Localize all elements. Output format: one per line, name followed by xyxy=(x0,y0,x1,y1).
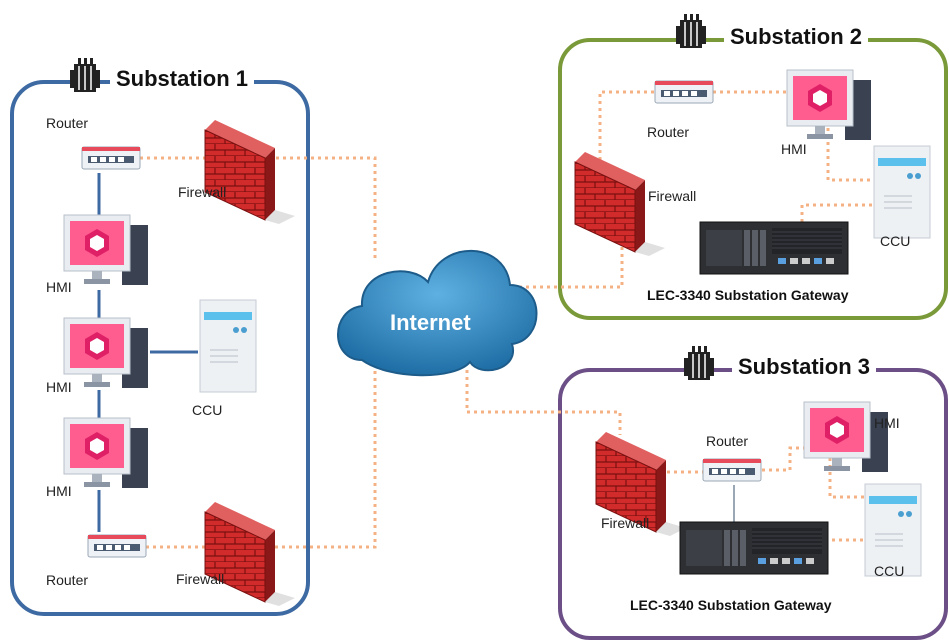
substation1-router-bottom-label: Router xyxy=(46,572,89,588)
substation3-ccu-label: CCU xyxy=(874,563,905,579)
substation1-router-bottom-icon xyxy=(87,534,147,558)
substation3-firewall-label: Firewall xyxy=(601,515,650,531)
substation2-hmi-label: HMI xyxy=(781,141,807,157)
substation2-router-icon xyxy=(654,80,714,104)
substation1-hmi-2-label: HMI xyxy=(46,379,72,395)
substation3-hmi-icon xyxy=(803,401,889,473)
substation2-title: Substation 2 xyxy=(724,24,869,50)
substation1-ccu-label: CCU xyxy=(192,402,223,418)
internet-cloud xyxy=(337,249,538,377)
substation1-firewall-top-icon xyxy=(204,119,296,225)
substation1-hmi-2-icon xyxy=(63,317,149,389)
substation3-hmi-label: HMI xyxy=(874,415,900,431)
substation1-title: Substation 1 xyxy=(110,66,255,92)
substation3-router-icon xyxy=(702,458,762,482)
substation1-hmi-3-label: HMI xyxy=(46,483,72,499)
substation2-ccu-icon xyxy=(873,145,931,239)
substation3-gateway-label: LEC-3340 Substation Gateway xyxy=(630,597,832,613)
substation2-firewall-icon xyxy=(574,151,666,257)
substation3-transformer-icon xyxy=(683,345,715,381)
substation2-ccu-label: CCU xyxy=(880,233,911,249)
substation2-gateway-icon xyxy=(699,221,849,275)
substation2-firewall-label: Firewall xyxy=(648,188,697,204)
substation1-hmi-3-icon xyxy=(63,417,149,489)
substation1-firewall-bottom-icon xyxy=(204,501,296,607)
substation1-router-top-icon xyxy=(81,146,141,170)
wan-links xyxy=(140,90,872,549)
substation1-transformer-icon xyxy=(69,57,101,93)
substation3-title: Substation 3 xyxy=(732,354,877,380)
substation3-router-label: Router xyxy=(706,433,749,449)
substation2-router-label: Router xyxy=(647,124,690,140)
substation1-router-top-label: Router xyxy=(46,115,89,131)
substation1-lan-links xyxy=(97,173,198,532)
substation3-gateway-icon xyxy=(679,521,829,575)
substation1-firewall-bottom-label: Firewall xyxy=(176,571,225,587)
substation1-ccu-icon xyxy=(199,299,257,393)
substation2-transformer-icon xyxy=(675,13,707,49)
internet-label: Internet xyxy=(390,310,471,335)
substation2-gateway-label: LEC-3340 Substation Gateway xyxy=(647,287,849,303)
substation1-hmi-1-label: HMI xyxy=(46,279,72,295)
substation1-firewall-top-label: Firewall xyxy=(178,184,227,200)
substation1-hmi-1-icon xyxy=(63,214,149,286)
